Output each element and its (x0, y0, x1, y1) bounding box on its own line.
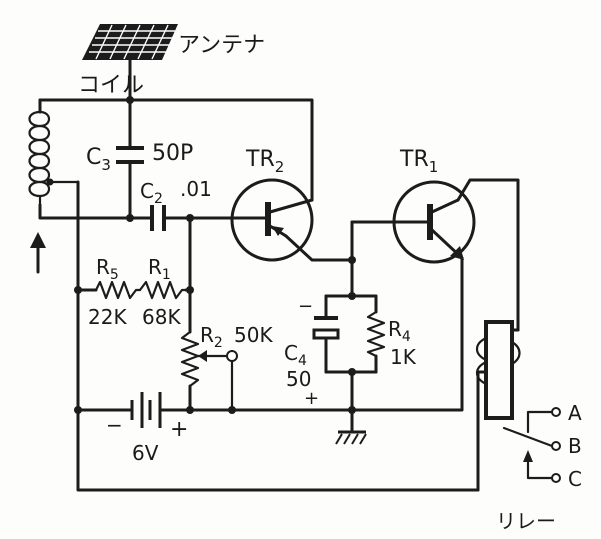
battery-6v (130, 392, 162, 428)
r1-value: 68K (142, 305, 181, 329)
capacitor-c4 (312, 316, 340, 340)
junctions (74, 96, 356, 414)
terminal-c-label: C (568, 467, 582, 491)
resistor-r4 (366, 310, 386, 358)
antenna-label: アンテナ (178, 33, 265, 58)
relay-label: リレー (496, 509, 556, 533)
c4-label: C4 (284, 341, 307, 369)
r4-value: 1K (390, 345, 417, 369)
r4-label: R4 (388, 317, 411, 345)
labels: アンテナ コイル C3 50P C2 .01 TR2 TR1 R5 R1 22K… (78, 33, 582, 533)
battery-minus-sign: − (106, 413, 123, 437)
resistor-r1 (138, 280, 188, 300)
c2-value: .01 (180, 177, 212, 201)
r5-label: R5 (96, 255, 119, 283)
r2-label: R2 (200, 323, 223, 351)
r5-value: 22K (88, 305, 127, 329)
terminal-a-label: A (568, 401, 582, 425)
relay-coil (475, 320, 521, 420)
c4-minus-sign: − (298, 296, 313, 317)
terminal-b-label: B (568, 434, 582, 458)
c3-label: C3 (86, 145, 111, 174)
c2-label: C2 (140, 179, 163, 207)
capacitor-c2 (150, 205, 166, 231)
ground-symbol (335, 430, 367, 445)
coil-label: コイル (78, 73, 144, 98)
tr2-label: TR2 (245, 147, 284, 176)
battery-voltage: 6V (132, 441, 159, 465)
battery-plus-sign: + (170, 417, 188, 442)
c4-plus-sign: + (304, 388, 319, 409)
r1-label: R1 (148, 255, 171, 283)
transistor-tr2 (230, 178, 314, 262)
potentiometer-r2 (180, 330, 238, 388)
r2-value: 50K (234, 323, 273, 347)
c3-value: 50P (152, 141, 193, 166)
relay-switch (502, 407, 561, 483)
capacitor-c3 (116, 146, 144, 164)
c4-value: 50 (286, 367, 311, 391)
antenna-plate (82, 24, 178, 60)
resistor-r5 (94, 280, 142, 300)
coil-symbol (28, 110, 54, 207)
tr1-label: TR1 (399, 147, 438, 176)
coil-adjust-arrow-icon (30, 232, 46, 274)
transistor-tr1 (392, 180, 476, 264)
